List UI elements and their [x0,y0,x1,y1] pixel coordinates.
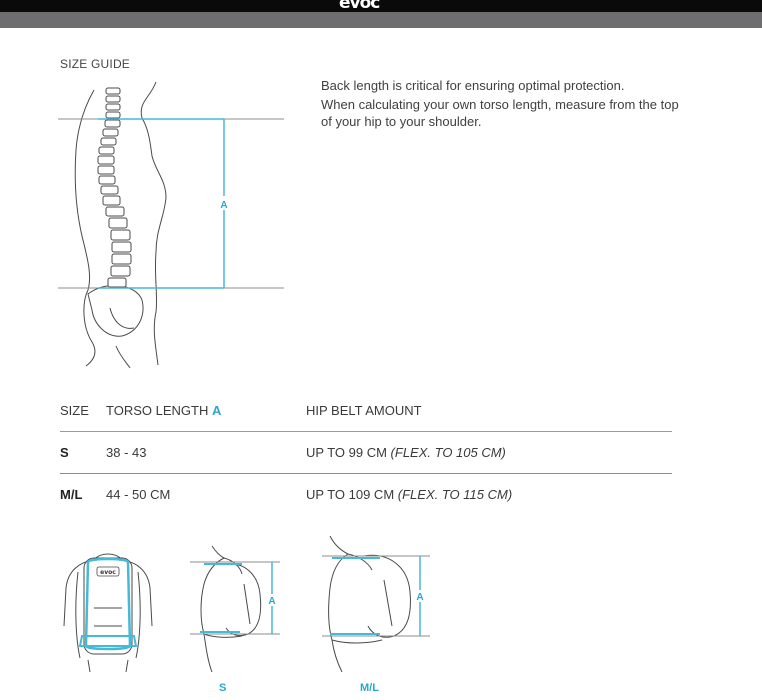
row-hip-belt: UP TO 99 CM (FLEX. TO 105 CM) [306,445,506,460]
description-line-1: Back length is critical for ensuring opt… [321,78,625,93]
backpack-back-view-illustration: evoc [63,553,153,672]
header-torso-accent: A [211,403,222,418]
brand-name: evoc [339,0,380,13]
measure-label-a: A [268,596,275,607]
measure-label-a: A [416,592,423,603]
backpack-brand-logo: evoc [100,569,116,576]
row-hip-value: UP TO 99 CM [306,445,387,460]
spine-diagram: A [58,81,284,369]
row-hip-flex: (FLEX. TO 115 CM) [397,487,513,502]
brand-logo[interactable]: evoc★ [339,0,388,13]
size-table: SIZE TORSO LENGTH A HIP BELT AMOUNT S 38… [60,398,672,515]
size-guide-description: Back length is critical for ensuring opt… [321,77,681,132]
backpack-side-view-ml: A [322,535,430,673]
header-torso-length: TORSO LENGTH A [106,403,221,418]
navigation-bar [0,12,762,28]
row-torso-length: 38 - 43 [106,445,147,460]
measure-label-a: A [220,200,227,211]
table-row: M/L 44 - 50 CM UP TO 109 CM (FLEX. TO 11… [60,474,672,515]
table-row: S 38 - 43 UP TO 99 CM (FLEX. TO 105 CM) [60,432,672,474]
row-hip-flex: (FLEX. TO 105 CM) [390,445,506,460]
illustration-label-s: S [219,682,227,694]
header-size: SIZE [60,403,89,418]
row-hip-belt: UP TO 109 CM (FLEX. TO 115 CM) [306,487,512,502]
top-bar: evoc★ [0,0,762,13]
row-size: M/L [60,487,83,502]
row-size: S [60,445,69,460]
table-header-row: SIZE TORSO LENGTH A HIP BELT AMOUNT [60,398,672,432]
row-hip-value: UP TO 109 CM [306,487,395,502]
star-icon: ★ [380,0,387,2]
size-guide-heading: SIZE GUIDE [60,57,131,71]
description-line-2: When calculating your own torso length, … [321,97,679,129]
illustration-label-ml: M/L [360,682,379,694]
header-hip-belt: HIP BELT AMOUNT [306,403,422,418]
row-torso-length: 44 - 50 CM [106,487,171,502]
backpack-side-view-s: A [190,545,280,673]
header-torso-text: TORSO LENGTH [106,403,209,418]
